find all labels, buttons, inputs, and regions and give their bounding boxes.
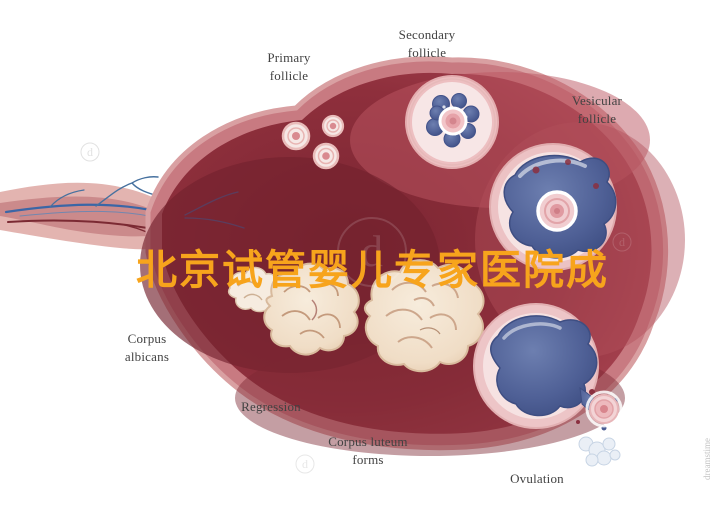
primary-follicle	[281, 121, 311, 151]
agency-watermark-mark: d	[612, 232, 632, 252]
agency-watermark-center: d	[337, 217, 407, 287]
label-vesicular-follicle: Vesicular follicle	[571, 93, 623, 127]
label-secondary-follicle: Secondary follicle	[398, 27, 456, 61]
primary-follicle	[321, 114, 345, 138]
ovulating-follicle	[473, 303, 623, 467]
vesicular-follicle	[489, 143, 617, 271]
regression-body	[263, 262, 360, 356]
agency-mark-glyph: d	[619, 235, 625, 249]
primary-follicle	[312, 142, 340, 170]
agency-watermark-mark: d	[80, 142, 100, 162]
primary-follicles	[281, 114, 345, 170]
agency-mark-glyph: d	[361, 227, 383, 276]
label-regression: Regression	[241, 399, 301, 414]
cumulus-cloud	[578, 436, 621, 467]
agency-mark-glyph: d	[87, 145, 93, 159]
label-corpus-luteum: Corpus luteum forms	[328, 434, 408, 468]
agency-watermark-mark: d	[295, 454, 315, 474]
hilum-vessels	[184, 191, 245, 229]
agency-mark-glyph: d	[302, 457, 308, 471]
cjk-watermark-text: 北京试管婴儿专家医院成	[136, 246, 609, 294]
corpus-luteum-body	[364, 259, 485, 373]
secondary-follicle	[405, 75, 499, 169]
released-egg	[585, 390, 623, 428]
label-corpus-albicans: Corpus albicans	[124, 331, 170, 365]
agency-watermark-vertical: dreamstime	[702, 438, 712, 480]
label-primary-follicle: Primary follicle	[267, 50, 311, 84]
label-ovulation: Ovulation	[510, 471, 564, 486]
